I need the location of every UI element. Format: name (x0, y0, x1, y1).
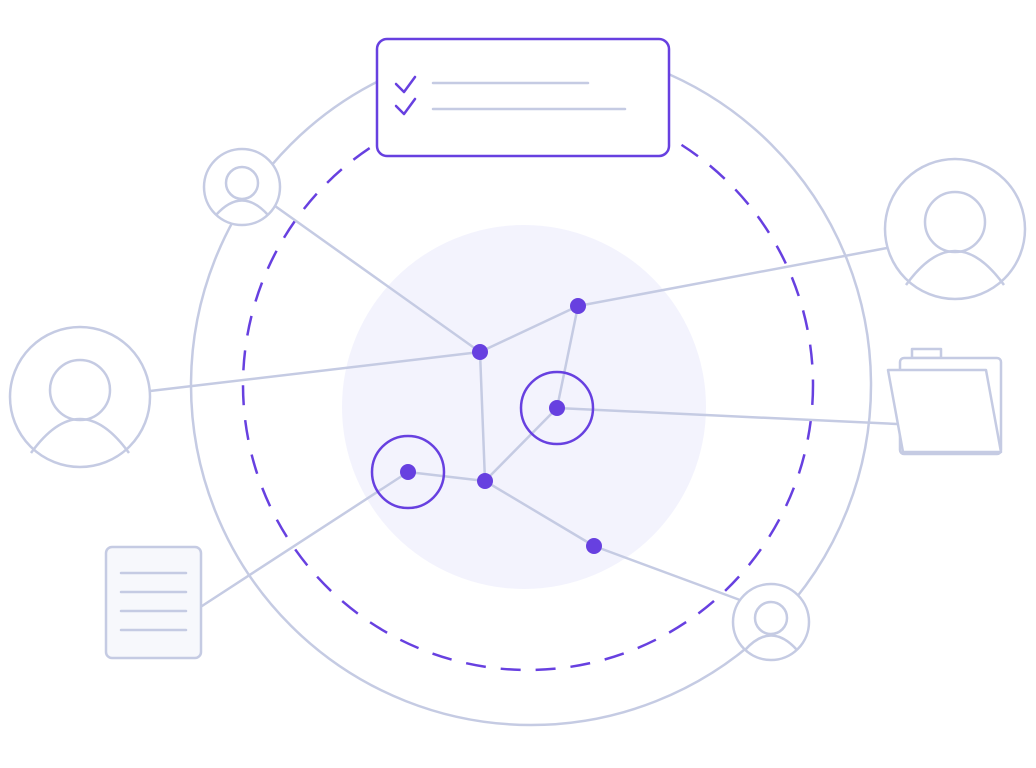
connector-line (592, 544, 742, 602)
connection-lines (148, 204, 899, 608)
network-node (472, 344, 488, 360)
checklist-card-icon (375, 37, 671, 158)
network-node (570, 298, 586, 314)
folder-icon (886, 347, 1003, 456)
check-icon (394, 97, 417, 116)
node-highlight-ring (370, 434, 446, 510)
connector-line (478, 350, 487, 483)
network-node (400, 464, 416, 480)
connector-line (273, 204, 482, 354)
network-node (586, 538, 602, 554)
connector-line (483, 406, 559, 483)
user-avatar-large-right (883, 157, 1027, 301)
connector-line (483, 479, 596, 548)
user-avatar-small-bottom-right (731, 582, 811, 662)
user-avatar-large-left (8, 325, 152, 469)
connector-line (478, 304, 580, 354)
user-avatar-small-top-left (202, 147, 282, 227)
network-node (477, 473, 493, 489)
user-icon (8, 325, 152, 469)
user-icon (883, 157, 1027, 301)
connector-line (406, 470, 487, 483)
user-icon (731, 582, 811, 662)
document-icon (104, 545, 203, 660)
connector-line (576, 246, 889, 308)
connector-line (555, 406, 899, 426)
connector-line (148, 350, 482, 393)
check-icon (394, 75, 417, 94)
center-disc (342, 225, 706, 589)
network-node-icon (400, 298, 602, 554)
connector-line (200, 470, 410, 608)
connector-line (555, 304, 580, 410)
node-highlight-ring (519, 370, 595, 446)
network-node (549, 400, 565, 416)
user-icon (202, 147, 282, 227)
